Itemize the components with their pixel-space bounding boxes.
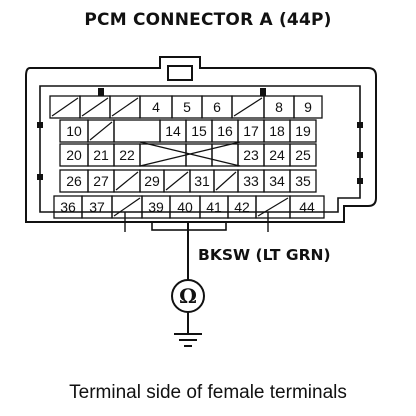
terminal-number: 20 xyxy=(66,147,82,163)
terminal-number: 5 xyxy=(183,99,191,115)
connector-inner-shell xyxy=(39,85,361,213)
terminal-number: 15 xyxy=(191,123,207,139)
side-key-right-1 xyxy=(357,122,363,128)
terminal-number: 6 xyxy=(213,99,221,115)
blank-terminal-slash xyxy=(51,97,79,117)
terminal-number: 4 xyxy=(152,99,160,115)
terminal-number: 39 xyxy=(148,199,164,215)
terminal-number: 26 xyxy=(66,173,82,189)
side-key-right-3 xyxy=(357,178,363,184)
terminal-number: 22 xyxy=(119,147,135,163)
terminal-number: 10 xyxy=(66,123,82,139)
terminal-cell xyxy=(289,195,325,219)
terminal-cell xyxy=(289,169,317,193)
terminal-cell xyxy=(185,143,213,167)
diagram-caption: Terminal side of female terminals xyxy=(69,382,347,403)
terminal-number: 25 xyxy=(295,147,311,163)
terminal-number: 19 xyxy=(295,123,311,139)
connector-housing xyxy=(25,56,377,223)
terminal-number: 29 xyxy=(144,173,160,189)
terminal-number: 18 xyxy=(269,123,285,139)
terminal-number: 9 xyxy=(304,99,312,115)
top-peg-1 xyxy=(98,88,104,96)
terminal-number: 8 xyxy=(275,99,283,115)
terminal-number: 23 xyxy=(243,147,259,163)
terminal-number: 16 xyxy=(217,123,233,139)
terminal-cell xyxy=(293,95,323,119)
terminal-number: 21 xyxy=(93,147,109,163)
blank-terminal-slash xyxy=(215,171,237,191)
terminal-cell xyxy=(289,143,317,167)
terminal-number: 33 xyxy=(243,173,259,189)
cross-line-2 xyxy=(139,141,241,167)
terminal-number: 24 xyxy=(269,147,285,163)
terminal-number: 36 xyxy=(60,199,76,215)
terminal-number: 44 xyxy=(299,199,315,215)
blank-terminal-slash xyxy=(89,121,113,141)
blank-terminal-slash xyxy=(111,97,139,117)
blank-terminal-slash xyxy=(115,171,139,191)
side-key-left-2 xyxy=(37,174,43,180)
terminal-number: 27 xyxy=(93,173,109,189)
terminal-number: 34 xyxy=(269,173,285,189)
ohm-symbol: Ω xyxy=(179,284,197,308)
terminal-number: 37 xyxy=(89,199,105,215)
side-key-right-2 xyxy=(357,152,363,158)
blank-terminal-slash xyxy=(113,197,141,217)
connector-latch xyxy=(167,65,193,81)
blank-terminal-slash xyxy=(233,97,263,117)
terminal-cell xyxy=(113,119,161,143)
terminal-number: 31 xyxy=(194,173,210,189)
terminal-number: 41 xyxy=(206,199,222,215)
terminal-grid: 4 5 6 8 9 10 14 15 16 17 18 19 20 21 22 23 24 25 26 27 29 31 3… xyxy=(49,95,325,219)
blank-terminal-slash xyxy=(257,197,289,217)
blank-terminal-slash xyxy=(81,97,109,117)
terminal-number: 14 xyxy=(165,123,181,139)
terminal-number: 17 xyxy=(243,123,259,139)
top-peg-2 xyxy=(260,88,266,96)
terminal-number: 35 xyxy=(295,173,311,189)
side-key-left-1 xyxy=(37,122,43,128)
diagram-title: PCM CONNECTOR A (44P) xyxy=(84,10,332,30)
wire-label: BKSW (LT GRN) xyxy=(198,246,331,264)
terminal-number: 42 xyxy=(234,199,250,215)
terminal-number: 40 xyxy=(177,199,193,215)
terminal-cell xyxy=(289,119,317,143)
blank-terminal-slash xyxy=(165,171,189,191)
